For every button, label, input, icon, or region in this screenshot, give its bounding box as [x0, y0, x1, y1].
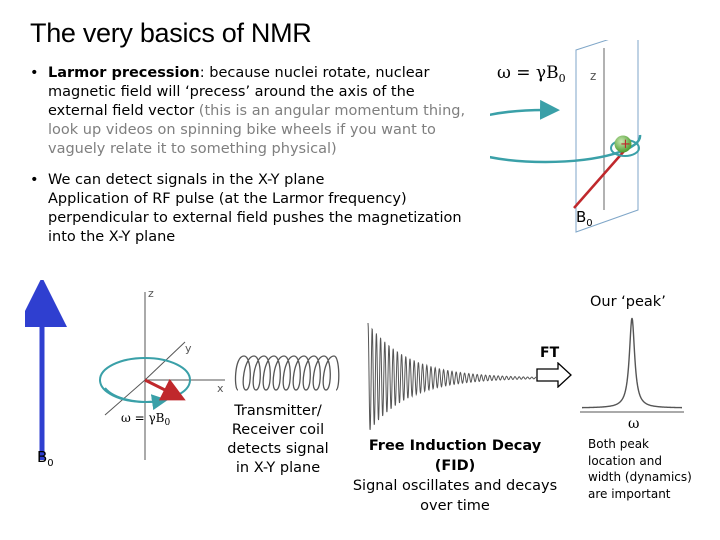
bullet-dot: • [30, 172, 39, 188]
bullet-xy-signal: • We can detect signals in the X-Y plane… [30, 171, 478, 247]
peak-description: Both peak location and width (dynamics) … [588, 436, 713, 502]
b0-label: B0 [37, 448, 54, 469]
peak-spectrum [580, 317, 684, 413]
fid-waveform [367, 322, 537, 430]
y-label: y [185, 342, 192, 355]
peak-desc-2: location and [588, 453, 663, 468]
fid-title: Free Induction Decay (FID) [368, 438, 542, 474]
coil-line-1: Transmitter/ [234, 403, 322, 419]
precession-ellipse [490, 99, 642, 164]
lorentzian-peak [582, 317, 682, 409]
plane-outline [575, 40, 639, 233]
magnetization-vector [144, 378, 186, 401]
z-label: z [590, 69, 596, 83]
fid-signal [367, 322, 537, 430]
y-axis-back [104, 379, 146, 416]
nucleus-plus: + [620, 137, 631, 152]
omega-equation: ω = γB0 [121, 411, 170, 428]
peak-omega: ω [628, 416, 640, 432]
omega-equation: ω = γB0 [497, 63, 566, 85]
coil-line-2: Receiver coil [231, 422, 325, 438]
bullet-xy-line1: We can detect signals in the X-Y plane [48, 172, 325, 188]
peak-desc-3: width (dynamics) [588, 470, 692, 484]
bullet-larmor-bold: Larmor precession [48, 65, 200, 81]
bullet-larmor: • Larmor precession: because nuclei rota… [30, 64, 478, 159]
x-label: x [217, 382, 224, 395]
fid-line-3: over time [420, 498, 490, 514]
nucleus-sphere [614, 135, 632, 153]
coil-line-4: in X-Y plane [235, 460, 321, 476]
fid-caption: Free Induction Decay (FID) Signal oscill… [350, 436, 560, 516]
b0-label: B0 [576, 208, 593, 229]
precession-diagram: + ω = γB0 z B0 [490, 40, 642, 233]
z-label: z [148, 287, 154, 300]
xy-plane-diagram: z y x ω = γB0 B0 [25, 280, 225, 469]
peak-desc-1: Both peak [588, 437, 650, 451]
peak-desc-4: are important [588, 486, 671, 501]
rotation-arrow [104, 387, 168, 411]
coil-caption: Transmitter/ Receiver coil detects signa… [222, 402, 334, 478]
bullet-larmor-note: (this is an angular momentum thing, look… [48, 103, 466, 157]
b0-vector [573, 149, 626, 209]
bullet-larmor-text: : because nuclei rotate, nuclear magneti… [48, 65, 430, 119]
coil-icon [234, 355, 340, 391]
coil-line-3: detects signal [227, 441, 329, 457]
ft-label: FT [540, 345, 560, 361]
bullet-dot: • [30, 65, 39, 81]
ft-arrow-icon [536, 362, 572, 388]
page-title: The very basics of NMR [30, 18, 312, 48]
peak-title: Our ‘peak’ [590, 294, 666, 310]
bullet-xy-line2: Application of RF pulse (at the Larmor f… [48, 191, 462, 245]
fid-line-2: Signal oscillates and decays [352, 478, 558, 494]
